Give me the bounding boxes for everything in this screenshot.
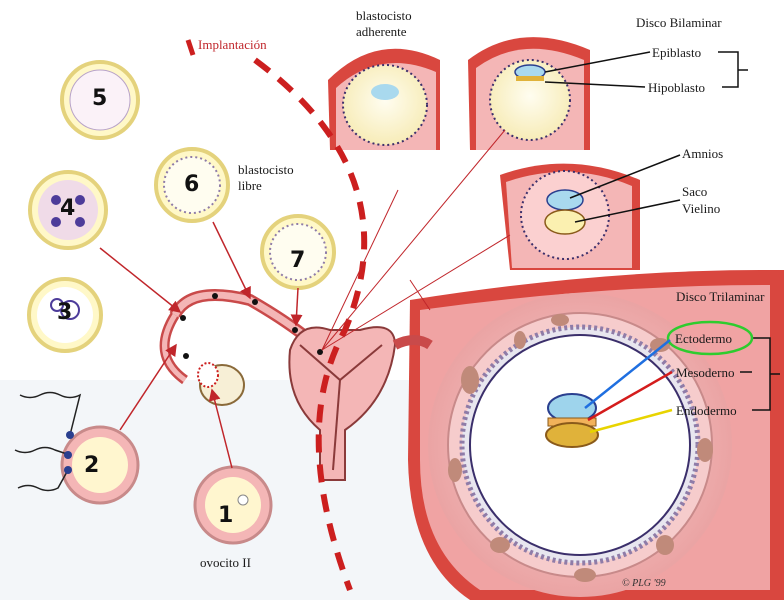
label-saco-1: Saco <box>682 184 707 199</box>
bilaminar-blastocyst <box>468 37 590 150</box>
label-saco-2: Vielino <box>682 201 720 216</box>
label-disco-trilaminar: Disco Trilaminar <box>676 289 764 304</box>
label-amnios: Amnios <box>682 146 723 161</box>
implantation-line-top <box>188 40 193 55</box>
adherent-blastocyst <box>328 49 440 150</box>
label-blastocisto-adherente-2: adherente <box>356 24 407 39</box>
label-ovocito: ovocito II <box>200 555 251 570</box>
stage-number-3: 3 <box>57 302 72 324</box>
label-endodermo: Endodermo <box>676 403 737 418</box>
stage-number-4: 4 <box>60 198 75 220</box>
stage-number-7: 7 <box>290 250 305 272</box>
label-epiblasto: Epiblasto <box>652 45 701 60</box>
label-disco-bilaminar: Disco Bilaminar <box>636 15 722 30</box>
label-blastocisto-libre-2: libre <box>238 178 262 193</box>
bilaminar-bracket <box>718 52 748 87</box>
label-blastocisto-adherente-1: blastocisto <box>356 8 412 23</box>
label-implantacion: Implantación <box>198 37 267 52</box>
label-blastocisto-libre-1: blastocisto <box>238 162 294 177</box>
label-hipoblasto: Hipoblasto <box>648 80 705 95</box>
stage-number-2: 2 <box>84 455 99 477</box>
arrow-4-to-tube <box>100 248 180 312</box>
implanted-blastocyst-large <box>408 270 784 600</box>
stage-number-5: 5 <box>92 88 107 110</box>
label-mesodermo: Mesoderno <box>676 365 735 380</box>
label-ectodermo: Ectodermo <box>675 331 732 346</box>
copyright-mark: © PLG '99 <box>622 578 666 589</box>
arrow-6-to-tube <box>213 222 250 298</box>
stage-number-1: 1 <box>218 505 233 527</box>
stage-number-6: 6 <box>184 174 199 196</box>
arrow-7-to-tube <box>296 288 298 325</box>
